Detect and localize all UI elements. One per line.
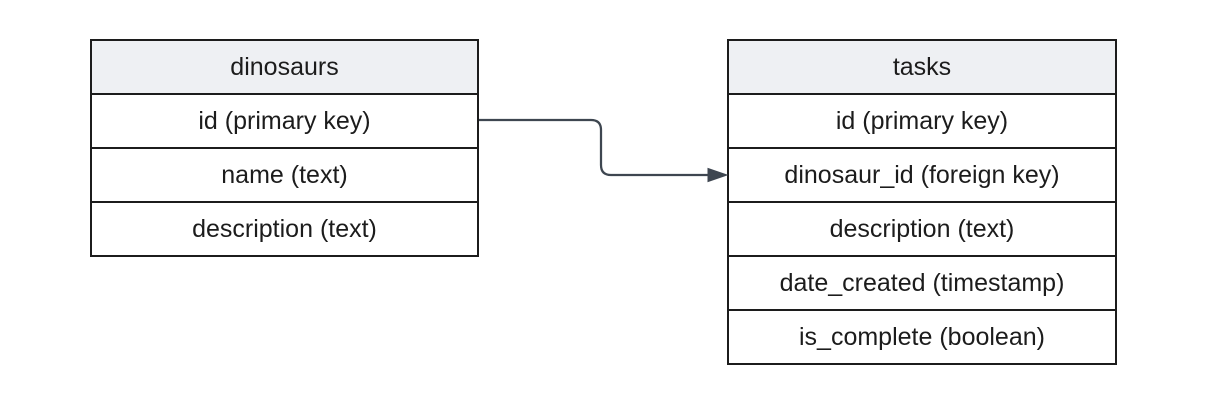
row-dinosaurs-description: description (text): [92, 201, 477, 255]
table-dinosaurs-title: dinosaurs: [92, 41, 477, 93]
row-tasks-description: description (text): [729, 201, 1115, 255]
connector-arrowhead-icon: [707, 167, 729, 183]
row-tasks-is-complete: is_complete (boolean): [729, 309, 1115, 363]
table-tasks: tasks id (primary key) dinosaur_id (fore…: [727, 39, 1117, 365]
table-tasks-title: tasks: [729, 41, 1115, 93]
table-dinosaurs: dinosaurs id (primary key) name (text) d…: [90, 39, 479, 257]
connector-line: [479, 118, 708, 177]
row-tasks-dinosaur-id: dinosaur_id (foreign key): [729, 147, 1115, 201]
row-tasks-id: id (primary key): [729, 93, 1115, 147]
row-dinosaurs-id: id (primary key): [92, 93, 477, 147]
row-tasks-date-created: date_created (timestamp): [729, 255, 1115, 309]
row-dinosaurs-name: name (text): [92, 147, 477, 201]
